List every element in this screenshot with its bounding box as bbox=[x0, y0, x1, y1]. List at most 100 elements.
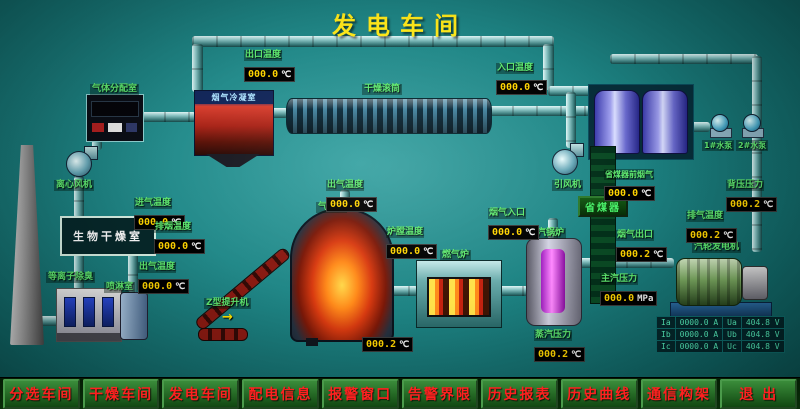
pipe-segment bbox=[566, 92, 576, 148]
gauge-back-pressure: 背压压力 000.2℃ bbox=[726, 172, 778, 212]
flue-gas-condenser: 烟气冷凝室 bbox=[194, 90, 274, 156]
steam-boiler bbox=[526, 238, 582, 326]
pipe-segment bbox=[688, 122, 710, 132]
condenser-label: 烟气冷凝室 bbox=[195, 91, 273, 104]
label-pump-2: 2#水泵 bbox=[736, 140, 769, 151]
label-id-fan: 引风机 bbox=[552, 180, 584, 191]
menu-sorting-workshop[interactable]: 分选车间 bbox=[3, 378, 80, 409]
z-elevator-tail bbox=[198, 328, 248, 341]
gas-dist-light-red bbox=[92, 123, 104, 132]
menu-drying-workshop[interactable]: 干燥车间 bbox=[82, 378, 160, 409]
label-z-elevator: Z型提升机 bbox=[204, 298, 251, 309]
economizer-column bbox=[590, 146, 616, 304]
menu-history-curve[interactable]: 历史曲线 bbox=[560, 378, 638, 409]
pump-impeller bbox=[711, 114, 729, 132]
pipe-segment bbox=[38, 316, 58, 326]
gas-dist-panel bbox=[91, 101, 139, 117]
flow-arrow: → bbox=[222, 310, 233, 325]
plasma-column bbox=[64, 297, 76, 327]
pipe-segment bbox=[270, 108, 288, 118]
gas-furnace bbox=[416, 260, 502, 328]
economizer-label: 省煤器 bbox=[578, 196, 628, 217]
storage-tank-2 bbox=[642, 90, 688, 154]
pipe-segment bbox=[140, 112, 196, 122]
gauge-fluegas-outlet: 烟气出口 000.2℃ bbox=[616, 222, 668, 262]
gauge-outgas-temp-left: 出气温度 000.0℃ bbox=[138, 254, 190, 294]
label-centrifugal-fan: 离心风机 bbox=[54, 180, 95, 191]
turbine-generator-body bbox=[676, 258, 742, 306]
gas-dist-light-white bbox=[108, 123, 122, 132]
gauge-exhaust-temp: 排烟温度 000.0℃ bbox=[154, 214, 206, 254]
spray-room-column bbox=[120, 292, 148, 340]
label-gas-distribution: 气体分配室 bbox=[90, 84, 140, 95]
pipe-segment bbox=[488, 106, 590, 116]
plasma-column bbox=[102, 297, 114, 327]
label-pump-1: 1#水泵 bbox=[702, 140, 735, 151]
induced-draft-fan bbox=[550, 143, 586, 177]
condenser-funnel bbox=[206, 154, 260, 167]
label-steam-boiler: 蒸汽锅炉 bbox=[526, 228, 567, 239]
label-drying-drum: 干燥滚筒 bbox=[362, 84, 403, 95]
menu-power-workshop[interactable]: 发电车间 bbox=[162, 378, 240, 409]
page-title: 发电车间 bbox=[332, 12, 468, 40]
pipe-segment bbox=[578, 258, 674, 268]
drying-drum bbox=[286, 98, 492, 134]
pipe-segment bbox=[74, 176, 84, 218]
menu-comm-framework[interactable]: 通信构架 bbox=[640, 378, 718, 409]
pipe-segment bbox=[92, 140, 102, 150]
pipe-segment bbox=[548, 218, 558, 240]
table-row: Ia 0000.0 A Ua 404.8 V bbox=[656, 316, 785, 329]
pipe-segment bbox=[543, 44, 554, 90]
gas-distribution-room bbox=[86, 94, 144, 142]
label-plasma: 等离子除臭 bbox=[46, 272, 96, 283]
pipe-segment bbox=[128, 250, 138, 292]
bottom-menu-bar: 分选车间 干燥车间 发电车间 配电信息 报警窗口 告警界限 历史报表 历史曲线 … bbox=[0, 377, 800, 409]
pipe-segment bbox=[74, 252, 84, 290]
pipe-segment bbox=[610, 54, 758, 64]
water-pump-2 bbox=[740, 114, 764, 138]
label-gas-furnace: 燃气炉 bbox=[440, 250, 472, 261]
pipe-segment bbox=[498, 286, 528, 296]
fan-wheel bbox=[66, 151, 92, 177]
plasma-base bbox=[57, 333, 121, 341]
gasifier-vessel bbox=[290, 208, 394, 342]
fan-wheel bbox=[552, 149, 578, 175]
menu-alarm-window[interactable]: 报警窗口 bbox=[321, 378, 399, 409]
chimney bbox=[10, 145, 44, 345]
gauge-outlet-temp: 出口温度 000.0℃ bbox=[244, 42, 296, 82]
pipe-segment bbox=[384, 286, 418, 296]
centrifugal-fan bbox=[64, 146, 100, 178]
label-spray-room: 喷淋室 bbox=[104, 282, 136, 293]
menu-alarm-limits[interactable]: 告警界限 bbox=[401, 378, 479, 409]
generator-data-table: Ia 0000.0 A Ua 404.8 V Ib 0000.0 A Ub 40… bbox=[656, 316, 785, 353]
gauge-gasifier-bottom: 000.2℃ bbox=[362, 332, 414, 352]
gauge-fluegas-inlet: 烟气入口 000.0℃ bbox=[488, 200, 540, 240]
turbine-exciter bbox=[742, 266, 768, 300]
gasifier-leg bbox=[306, 338, 318, 346]
pipe-segment bbox=[752, 56, 762, 252]
pump-impeller bbox=[743, 114, 761, 132]
gauge-intake-temp: 进气温度 000.0℃ bbox=[134, 190, 186, 230]
gauge-steam-pressure: 蒸汽压力 000.2℃ bbox=[534, 322, 586, 362]
plasma-deodorizer bbox=[56, 288, 122, 342]
plasma-column bbox=[83, 297, 95, 327]
boiler-core bbox=[541, 249, 565, 313]
menu-history-report[interactable]: 历史报表 bbox=[481, 378, 558, 409]
menu-distribution-info[interactable]: 配电信息 bbox=[242, 378, 319, 409]
label-turbine: 汽轮发电机 bbox=[692, 242, 742, 253]
bio-drying-room-label: 生物干燥室 bbox=[73, 230, 143, 243]
gauge-exhaust-steam-temp: 排气温度 000.2℃ bbox=[686, 203, 738, 243]
menu-exit[interactable]: 退 出 bbox=[720, 378, 798, 409]
water-pump-1 bbox=[708, 114, 732, 138]
z-elevator-diagonal bbox=[193, 246, 292, 332]
table-row: Ic 0000.0 A Uc 404.8 V bbox=[656, 340, 785, 353]
furnace-flame-window bbox=[427, 277, 491, 317]
pipe-segment bbox=[192, 36, 554, 47]
pipe-segment bbox=[548, 86, 600, 96]
gauge-outgas-temp-gasifier: 出气温度 000.0℃ bbox=[326, 172, 378, 212]
gauge-inlet-temp: 入口温度 000.0℃ bbox=[496, 55, 548, 95]
gauge-furnace-chamber-temp: 炉膛温度 000.0℃ bbox=[386, 219, 438, 259]
gauge-pre-economizer-fluegas: 省煤器前烟气 000.0℃ bbox=[604, 162, 656, 201]
